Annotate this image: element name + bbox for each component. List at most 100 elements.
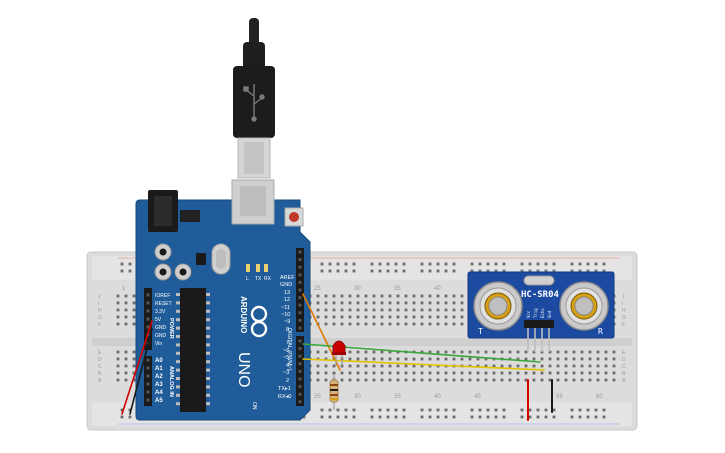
row-label-left: D [98,357,102,363]
row-label-left: G [98,315,102,321]
wire-black-gnd[interactable] [129,328,153,415]
sensor-pins[interactable] [527,328,550,352]
sensor-r-label: R [598,327,603,336]
usb-cable-wire [249,18,259,48]
row-label-right: C [622,364,626,370]
col-label-25-bottom: 25 [314,394,321,400]
col-label-55-bottom: 55 [556,394,563,400]
row-label-left: B [98,371,102,377]
wire-yellow-pin5[interactable] [302,358,545,371]
atmega-chip-pins [176,293,210,406]
row-label-right: B [622,371,626,377]
sensor-pin-label-gnd: Gnd [547,310,552,318]
pow-label-5v: 5V [155,317,162,323]
pow-label-gnd1: GND [155,325,167,331]
row-label-left: C [98,364,102,370]
pin-label-5: ~5 [283,355,289,361]
pow-label-reset: RESET [155,301,172,307]
pin-label-tx1: TX▸1 [278,386,291,392]
usb-metal-shell-shade [244,142,264,174]
an-label-a0: A0 [155,358,163,364]
sensor-pin-label-echo: Echo [540,308,545,318]
col-label-25: 25 [314,286,321,292]
pin-label-8: 8 [286,327,289,333]
rx-label: RX [264,276,272,282]
an-label-a4: A4 [155,390,163,396]
pin-label-6: ~6 [283,348,289,354]
transducer-t [473,281,523,331]
sensor-pin-label-trig: Trig [533,308,538,318]
tx-label: TX [255,276,262,282]
sensor-model-text: HC-SR04 [521,290,560,300]
pin-label-2: 2 [286,378,289,384]
row-label-left: I [98,301,99,307]
col-label-1: 1 [122,286,126,292]
pin-label-gnd: GND [280,282,292,288]
arduino-logo-icon [250,305,268,338]
row-label-right: E [622,350,626,356]
usb-strain-relief [243,42,265,70]
wire-red-5v[interactable] [121,320,153,415]
breadboard-center-channel [92,338,632,346]
row-label-right: F [622,322,625,328]
pin-label-12: 12 [284,297,290,303]
analog-header-label: ANALOG IN [168,366,174,397]
sensor-t-label: T [478,327,483,336]
usb-cable[interactable] [233,18,275,179]
analog-header [144,356,152,406]
resistor-band-4 [330,398,338,400]
pin-label-7: 7 [286,340,289,346]
voltage-regulator [180,210,200,222]
row-label-right: G [622,315,626,321]
an-label-a5: A5 [155,398,163,404]
col-label-40-bottom: 40 [434,394,441,400]
arduino-pcb[interactable] [135,199,311,421]
pin-label-10: ~10 [281,312,290,318]
tx-led [256,264,260,272]
row-label-right: D [622,357,626,363]
col-label-40: 40 [434,286,441,292]
reset-button-cap[interactable] [289,212,299,222]
on-label: ON [251,402,257,410]
power-header-label: POWER [168,318,174,339]
row-label-left: H [98,308,102,314]
atmega-chip [180,288,206,412]
capacitor-1-top [159,248,167,256]
col-label-35-bottom: 35 [394,394,401,400]
pin-label-4: 4 [286,363,289,369]
row-label-left: A [98,378,102,384]
small-ic [196,253,206,265]
arduino-uno-board[interactable]: L TX RX ON ARDUINO UNO DIGITAL (PWM~) PO… [135,179,311,421]
rx-led [264,264,268,272]
capacitor-3-top [179,268,187,276]
sensor-pin-header [524,320,554,328]
col-label-30: 30 [354,286,361,292]
wire-orange-pin13[interactable] [302,293,341,371]
col-label-60-bottom: 60 [596,394,603,400]
usb-symbol-icon [243,84,265,122]
row-label-left: J [98,294,101,300]
header-sockets[interactable] [146,250,302,404]
capacitor-2-top [159,268,167,276]
row-label-left: F [98,322,101,328]
red-led-body[interactable] [332,340,346,355]
row-label-right: H [622,308,626,314]
arduino-model-text: UNO [235,352,252,388]
pin-label-13: 13 [284,290,290,296]
red-led[interactable] [332,340,346,366]
hc-sr04-sensor[interactable]: HC-SR04 T R Vcc Trig Echo Gnd [467,271,615,352]
red-led-rim [332,352,346,355]
pin-label-3: ~3 [283,370,289,376]
pow-label-33v: 3.3V [155,309,166,315]
row-label-right: A [622,378,626,384]
col-label-35: 35 [394,286,401,292]
resistor[interactable] [329,374,339,410]
pin-label-rx0: RX◂0 [278,394,291,400]
pow-label-ioref: IOREF [155,293,170,299]
dc-power-jack-face [154,196,172,226]
resistor-band-3 [330,394,338,396]
row-label-left: E [98,350,102,356]
resistor-band-1 [330,384,338,386]
